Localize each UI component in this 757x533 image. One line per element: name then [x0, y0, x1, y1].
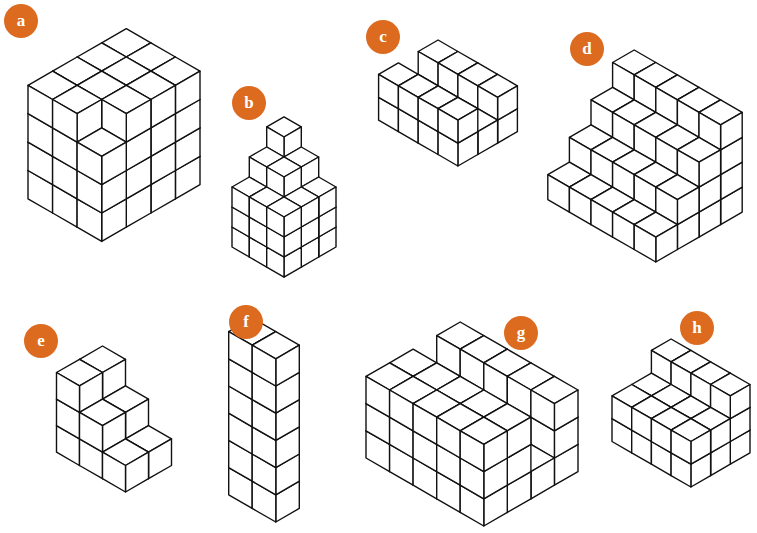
cube-figure — [57, 346, 172, 492]
cube-face — [531, 458, 555, 499]
cube-face — [548, 175, 570, 212]
cube-face — [498, 86, 518, 120]
cube-face — [366, 376, 390, 417]
cube-face — [232, 187, 249, 217]
figure-letter: f — [243, 313, 249, 330]
cube-face — [478, 120, 498, 154]
cube-face — [126, 452, 149, 492]
cube-face — [390, 390, 414, 431]
cube-figure — [232, 117, 336, 277]
figure-label-badge: c — [366, 20, 400, 54]
cube-face — [267, 207, 284, 237]
cube-face — [634, 225, 656, 262]
figure-letter: d — [582, 40, 591, 57]
cube-face — [77, 142, 102, 185]
cube-face — [699, 150, 721, 187]
cube-figure — [379, 40, 518, 166]
figure-letter: b — [244, 94, 253, 111]
cube-face — [437, 417, 461, 458]
cube-face — [591, 200, 613, 238]
cube-face — [151, 85, 176, 128]
figure-label-badge: f — [229, 305, 263, 339]
cube-face — [438, 109, 458, 143]
cube-face — [677, 187, 699, 224]
cube-face — [458, 109, 478, 143]
cube-face — [126, 100, 151, 143]
cube-face — [175, 71, 200, 114]
cube-figure — [548, 50, 742, 262]
cube-face — [284, 207, 301, 237]
cube-face — [632, 407, 652, 441]
cube-face — [249, 197, 266, 227]
cube-face — [730, 385, 750, 419]
figure-label-badge: e — [24, 324, 58, 358]
cube-face — [612, 396, 632, 430]
cube-face — [149, 439, 172, 479]
cube-face — [80, 412, 103, 452]
cube-face — [711, 419, 731, 453]
figure-letter: a — [17, 12, 26, 29]
figure-label-badge: d — [570, 32, 604, 66]
cube-face — [484, 431, 508, 472]
cube-face — [28, 85, 53, 128]
cube-face — [507, 417, 531, 458]
cube-figure — [28, 29, 200, 242]
cube-face — [398, 86, 418, 120]
cube-figure — [366, 322, 578, 526]
cube-face — [671, 430, 691, 464]
cube-face — [613, 212, 635, 249]
cube-face — [379, 74, 399, 108]
cube-face — [301, 197, 318, 227]
cube-face — [721, 112, 743, 149]
figure-label-badge: g — [504, 316, 538, 350]
cube-face — [651, 419, 671, 453]
cube-face — [691, 430, 711, 464]
figure-letter: c — [379, 28, 387, 45]
figure-label-badge: h — [680, 311, 714, 345]
cube-figure — [612, 339, 750, 487]
figure-letter: h — [692, 319, 701, 336]
cube-face — [53, 100, 78, 143]
figure-label-badge: a — [4, 4, 38, 38]
cube-face — [531, 390, 555, 431]
figure-letter: e — [37, 332, 45, 349]
cube-face — [103, 452, 126, 492]
figure-letter: g — [517, 324, 526, 341]
cube-face — [656, 225, 678, 262]
cube-face — [276, 345, 300, 386]
cube-face — [252, 345, 276, 386]
cube-face — [57, 373, 80, 413]
cube-face — [569, 187, 591, 224]
cube-figure — [229, 318, 300, 522]
figure-label-badge: b — [232, 86, 266, 120]
cube-face — [102, 142, 127, 185]
cube-face — [554, 390, 578, 431]
cube-face — [418, 97, 438, 131]
cube-face — [319, 187, 336, 217]
cube-face — [413, 404, 437, 445]
cube-face — [460, 431, 484, 472]
